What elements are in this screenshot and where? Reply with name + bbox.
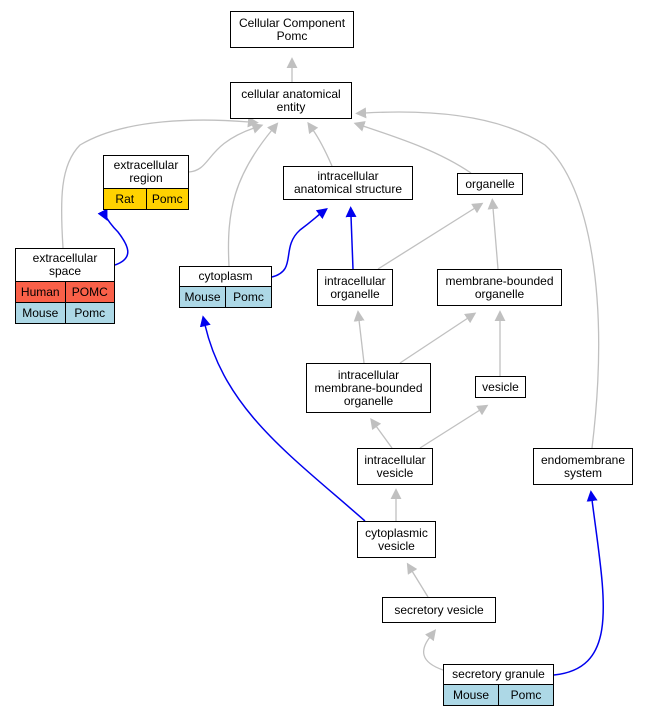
edge-intracellular-membrane-bounded-organelle-to-intracellular-organelle [353,310,365,364]
node-label-line: cellular anatomical [241,86,341,101]
node-label: secretory vesicle [383,598,495,622]
edge-extracellular-space-to-extracellular-region [97,208,129,266]
node-label-line: Pomc [276,28,308,43]
species-cell: Mouse [180,287,225,307]
gene-cell: Pomc [64,303,114,323]
node-label-line: secretory vesicle [394,602,484,617]
species-cell: Mouse [444,685,498,705]
node-label-line: system [563,465,602,480]
edge-secretory-vesicle-to-cytoplasmic-vesicle [406,562,429,598]
node-label-line: organelle [474,286,525,301]
gene-cell: Pomc [145,189,188,209]
node-label-line: organelle [343,393,394,408]
edge-endomembrane-system-to-cellular-anatomical-entity [355,107,600,449]
node-label: cytoplasm [180,267,271,286]
node-label-line: intracellular [324,273,386,288]
gene-cell: POMC [64,282,114,302]
node-label-line: cytoplasmic [365,525,428,540]
species-cell: Human [16,282,65,302]
node-label-line: cytoplasm [198,269,253,283]
species-cell: Mouse [16,303,65,323]
node-label-line: endomembrane [540,452,626,467]
node-label-line: entity [276,99,306,114]
node-label-line: extracellular [32,251,98,265]
edge-intracellular-organelle-to-intracellular-anatomical-structure [345,206,357,270]
node-label-line: vesicle [482,379,519,394]
node-label-line: intracellular [337,367,400,382]
node-label-line: intracellular [317,169,379,183]
node-label-line: organelle [330,286,380,301]
node-label-line: Cellular Component [238,15,346,30]
node-label-line: membrane-bounded [314,380,423,395]
edge-organelle-to-cellular-anatomical-entity [353,121,472,174]
node-label-line: secretory granule [452,667,545,681]
node-label-line: vesicle [376,465,414,480]
gene-cell: Pomc [498,685,553,705]
node-organelle[interactable]: organelle [457,173,523,195]
node-vesicle[interactable]: vesicle [475,376,526,398]
node-label-line: space [48,264,82,278]
edge-intracellular-membrane-bounded-organelle-to-membrane-bounded-organelle [399,312,477,364]
node-label-line: vesicle [378,538,415,553]
node-label-line: organelle [465,176,515,191]
species-cell: Rat [104,189,146,209]
node-label: secretory granule [444,665,553,684]
edge-secretory-granule-to-secretory-vesicle [423,629,444,671]
edge-membrane-bounded-organelle-to-organelle [487,198,499,270]
edge-cytoplasm-to-cellular-anatomical-entity [227,122,279,267]
edge-extracellular-region-to-cellular-anatomical-entity [188,123,264,173]
node-label: organelle [458,174,522,194]
edge-secretory-granule-to-endomembrane-system [553,490,605,676]
node-label-line: region [129,171,163,185]
edge-intracellular-anatomical-structure-to-cellular-anatomical-entity [307,121,333,167]
edge-intracellular-organelle-to-organelle [377,202,484,270]
node-label-line: intracellular [364,452,426,467]
node-secretory-vesicle[interactable]: secretory vesicle [382,597,496,623]
edge-extracellular-space-to-cellular-anatomical-entity [60,116,259,249]
edge-intracellular-vesicle-to-intracellular-membrane-bounded-organelle [370,417,393,449]
edge-cytoplasmic-vesicle-to-cytoplasm [199,315,366,522]
node-label-line: extracellular [113,158,179,172]
edge-intracellular-vesicle-to-vesicle [419,404,489,449]
gene-cell: Pomc [225,287,271,307]
node-label: vesicle [476,377,525,397]
node-label-line: anatomical structure [293,182,403,196]
edge-cytoplasm-to-intracellular-anatomical-structure [271,208,328,278]
node-label-line: membrane-bounded [445,273,554,288]
